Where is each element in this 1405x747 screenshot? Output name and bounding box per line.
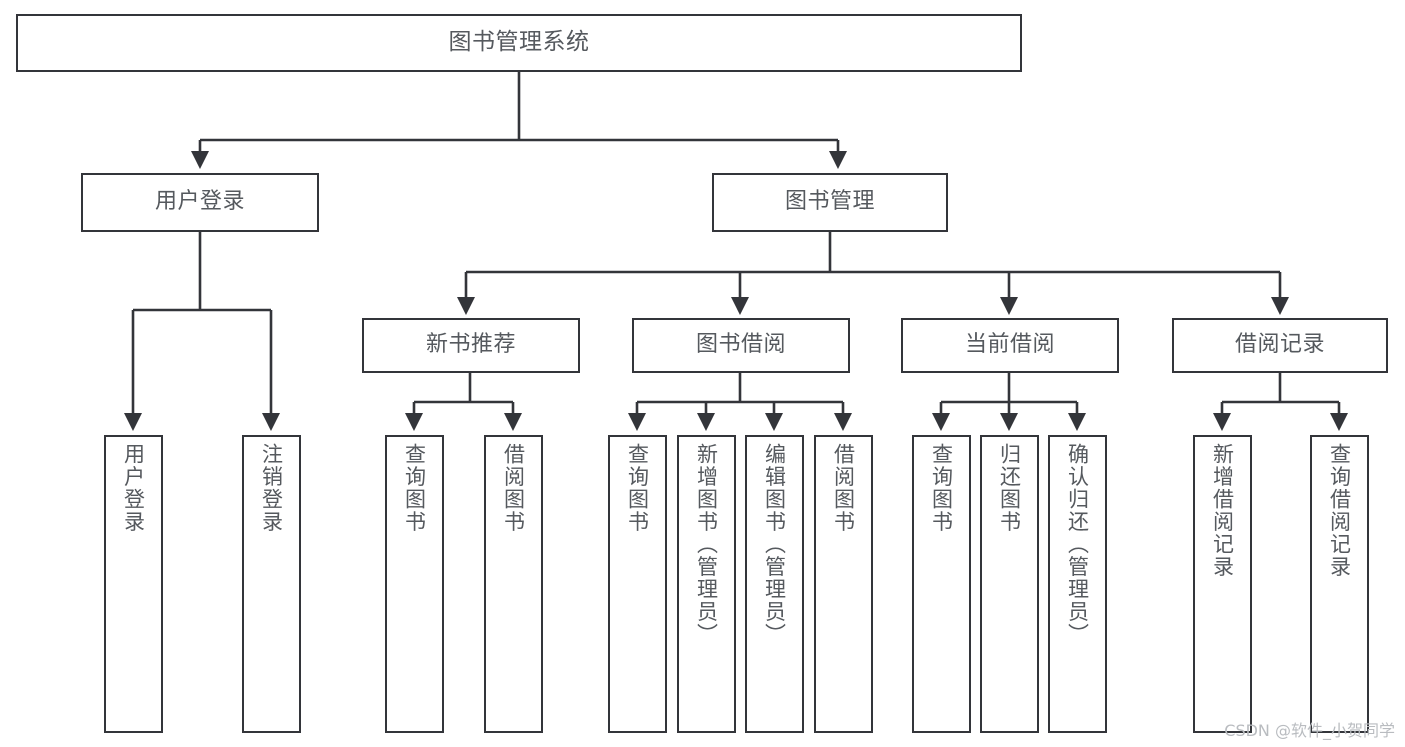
leaf-borrow-record-add[interactable]: 新增借阅记录 [1193,435,1252,733]
leaf-borrow-record-query[interactable]: 查询借阅记录 [1310,435,1369,733]
leaf-label: 新增图书（管理员） [694,443,719,646]
leaf-label: 归还图书 [997,443,1022,533]
leaf-book-borrow-add[interactable]: 新增图书（管理员） [677,435,736,733]
leaf-new-book-borrow[interactable]: 借阅图书 [484,435,543,733]
node-root-label: 图书管理系统 [448,29,590,56]
node-new-book-recommend[interactable]: 新书推荐 [362,318,580,373]
node-user-login-label: 用户登录 [154,189,245,215]
leaf-user-login-login[interactable]: 用户登录 [104,435,163,733]
leaf-label: 查询图书 [929,443,954,533]
leaf-label: 新增借阅记录 [1210,443,1235,578]
csdn-watermark: CSDN @软件_小贺同学 [1224,721,1395,740]
leaf-label: 查询图书 [402,443,427,533]
leaf-book-borrow-borrow[interactable]: 借阅图书 [814,435,873,733]
leaf-label: 确认归还（管理员） [1065,443,1090,646]
node-book-borrow[interactable]: 图书借阅 [632,318,850,373]
leaf-label: 借阅图书 [501,443,526,533]
leaf-label: 查询图书 [625,443,650,533]
node-new-book-recommend-label: 新书推荐 [425,332,516,358]
leaf-current-borrow-query[interactable]: 查询图书 [912,435,971,733]
node-book-borrow-label: 图书借阅 [695,332,786,358]
node-root[interactable]: 图书管理系统 [16,14,1022,72]
node-current-borrow-label: 当前借阅 [964,332,1055,358]
leaf-label: 编辑图书（管理员） [762,443,787,646]
leaf-new-book-query[interactable]: 查询图书 [385,435,444,733]
leaf-current-borrow-confirm[interactable]: 确认归还（管理员） [1048,435,1107,733]
leaf-label: 查询借阅记录 [1327,443,1352,578]
leaf-current-borrow-return[interactable]: 归还图书 [980,435,1039,733]
node-borrow-record[interactable]: 借阅记录 [1172,318,1388,373]
node-book-management-label: 图书管理 [784,189,875,215]
node-user-login[interactable]: 用户登录 [81,173,319,232]
leaf-label: 用户登录 [121,443,146,533]
leaf-label: 借阅图书 [831,443,856,533]
node-borrow-record-label: 借阅记录 [1234,332,1325,358]
leaf-book-borrow-edit[interactable]: 编辑图书（管理员） [745,435,804,733]
node-book-management[interactable]: 图书管理 [712,173,948,232]
leaf-label: 注销登录 [259,443,284,533]
leaf-book-borrow-query[interactable]: 查询图书 [608,435,667,733]
node-current-borrow[interactable]: 当前借阅 [901,318,1119,373]
leaf-user-login-logout[interactable]: 注销登录 [242,435,301,733]
